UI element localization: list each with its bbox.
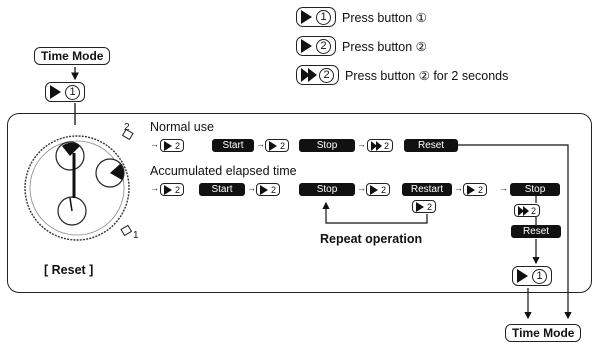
- time-mode-end: Time Mode: [505, 324, 582, 342]
- button-number: 1: [532, 268, 547, 284]
- crown-label-bottom: 1: [133, 230, 139, 241]
- legend-description: Press button ② for 2 seconds: [345, 68, 509, 83]
- restart-sub-button: 2: [412, 200, 437, 213]
- arrow-icon: →: [499, 183, 508, 193]
- play-icon: [301, 10, 312, 24]
- arrow-icon: →: [247, 183, 256, 193]
- button-number: 2: [319, 67, 334, 83]
- legend-row-3: 2 Press button ② for 2 seconds: [296, 64, 508, 86]
- play-icon: [370, 184, 378, 195]
- state-stop: Stop: [299, 183, 355, 196]
- state-start: Start: [212, 139, 254, 152]
- double-play-icon: [371, 140, 382, 151]
- play-icon: [164, 140, 172, 151]
- legend-button-1: 1: [296, 7, 336, 27]
- play-icon: [260, 184, 268, 195]
- play-icon: [416, 201, 424, 212]
- button-number: 1: [316, 9, 331, 25]
- state-reset: Reset: [404, 139, 458, 152]
- state-restart: Restart: [402, 183, 452, 196]
- play-icon: [164, 184, 172, 195]
- button-number: 1: [65, 84, 80, 100]
- play-icon: [517, 269, 528, 283]
- accumulated-title: Accumulated elapsed time: [150, 164, 297, 178]
- legend-button-2: 2: [296, 36, 336, 56]
- arrow-icon: →: [150, 183, 159, 193]
- button-number: 2: [316, 38, 331, 54]
- normal-button-1: 2: [160, 139, 185, 152]
- play-icon: [50, 85, 61, 99]
- stop-hold-button: 2: [514, 204, 541, 217]
- legend-description: Press button ①: [342, 10, 427, 25]
- double-play-icon: [301, 68, 317, 82]
- crown-label-top: 2: [124, 122, 130, 133]
- start-button-1: 1: [45, 82, 85, 102]
- repeat-operation-label: Repeat operation: [320, 232, 423, 246]
- state-stop: Stop: [510, 183, 560, 196]
- legend-row-1: 1 Press button ①: [296, 6, 427, 28]
- arrow-icon: →: [357, 139, 366, 149]
- acc-button-2: 2: [256, 183, 281, 196]
- acc-button-1: 2: [160, 183, 185, 196]
- state-stop: Stop: [299, 139, 355, 152]
- double-play-icon: [518, 205, 529, 216]
- arrow-icon: →: [150, 139, 159, 149]
- play-icon: [269, 140, 277, 151]
- arrow-icon: →: [256, 139, 265, 149]
- watch-illustration: [24, 128, 134, 241]
- play-icon: [301, 39, 312, 53]
- acc-button-3: 2: [366, 183, 391, 196]
- time-mode-start: Time Mode: [34, 47, 111, 65]
- arrow-icon: →: [357, 183, 366, 193]
- reset-label: [ Reset ]: [44, 263, 94, 277]
- state-reset-final: Reset: [511, 225, 561, 238]
- normal-button-2: 2: [265, 139, 290, 152]
- arrow-icon: →: [454, 183, 463, 193]
- legend-row-2: 2 Press button ②: [296, 35, 427, 57]
- sequence-panel: [7, 113, 592, 293]
- final-button-1: 1: [512, 266, 552, 286]
- acc-button-4: 2: [463, 183, 488, 196]
- legend-description: Press button ②: [342, 39, 427, 54]
- normal-button-hold: 2: [367, 139, 394, 152]
- state-start: Start: [199, 183, 245, 196]
- normal-use-title: Normal use: [150, 120, 214, 134]
- legend-button-2-hold: 2: [296, 65, 339, 85]
- play-icon: [467, 184, 475, 195]
